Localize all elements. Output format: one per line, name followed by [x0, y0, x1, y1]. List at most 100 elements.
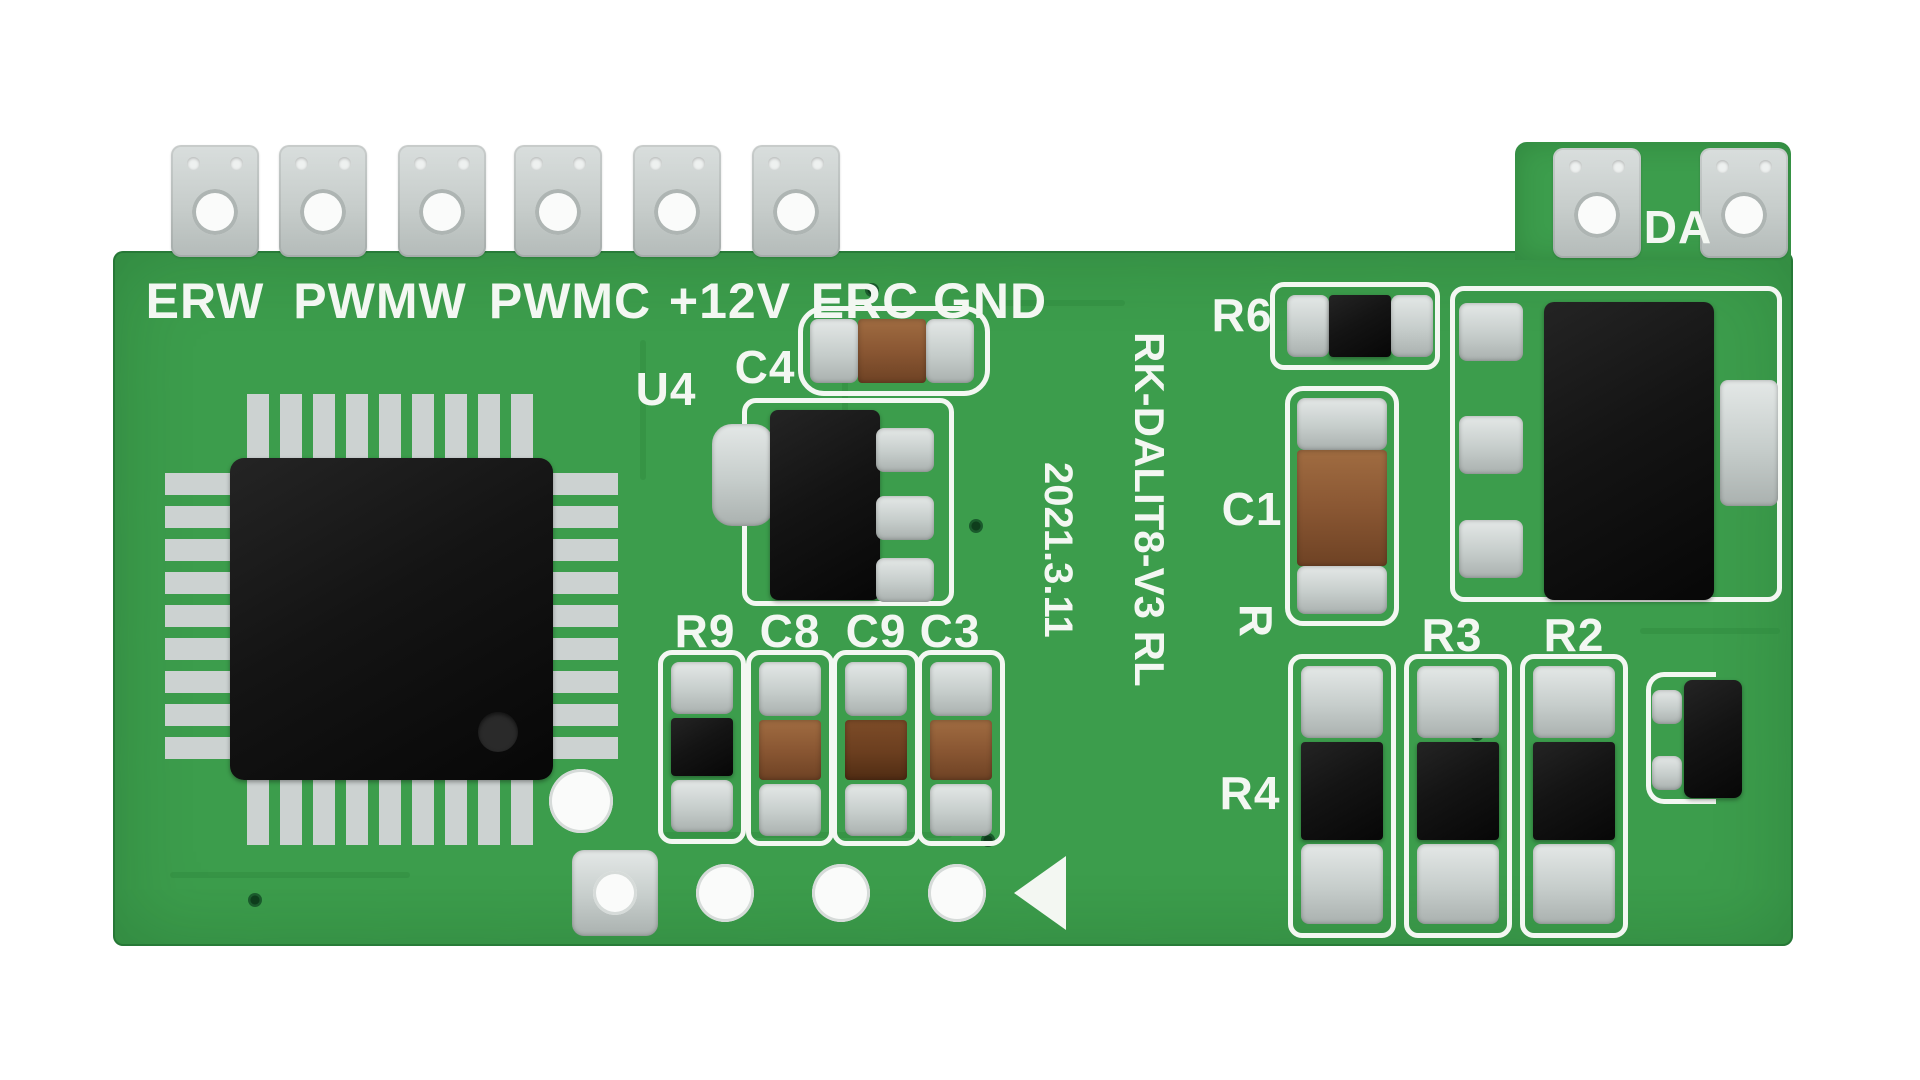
pad-pin-hole: [414, 157, 427, 170]
terminal-label-12v: +12V: [668, 273, 792, 329]
mount-hole: [928, 864, 986, 922]
ref-label-c4: C4: [734, 341, 796, 393]
pad-pin-hole: [1716, 160, 1729, 173]
c8-body: [759, 720, 821, 780]
r4-pad: [1301, 666, 1383, 738]
via: [248, 893, 262, 907]
terminal-pad-erw: [171, 145, 259, 257]
terminal-pad-12v: [514, 145, 602, 257]
copper-trace: [1640, 628, 1780, 634]
via: [865, 283, 879, 297]
r2-body: [1533, 742, 1615, 840]
pad-pin-hole: [187, 157, 200, 170]
regulator-tab-pad: [1720, 380, 1778, 506]
pad-pin-hole: [338, 157, 351, 170]
pad-pin-hole: [692, 157, 705, 170]
r2-pad: [1533, 844, 1615, 924]
r9-pad: [671, 780, 733, 832]
r6-courtyard-outline: [1270, 282, 1440, 370]
c3-courtyard-outline: [917, 650, 1005, 846]
r4-body: [1301, 742, 1383, 840]
c8-courtyard-outline: [746, 650, 834, 846]
r6-pad: [1287, 295, 1329, 357]
pad-pin-hole: [768, 157, 781, 170]
ref-label-c8: C8: [759, 605, 821, 657]
r4-pad: [1301, 844, 1383, 924]
small-component-bracket: [1646, 672, 1716, 804]
ref-label-r3: R3: [1421, 609, 1483, 661]
terminal-label-gnd: GND: [932, 273, 1048, 329]
small-component-pad: [1652, 690, 1682, 724]
pad-pin-hole: [230, 157, 243, 170]
board-date-marking: 2021.3.11: [1036, 462, 1080, 638]
ref-label-c3: C3: [919, 605, 981, 657]
ref-label-r6: R6: [1211, 289, 1273, 341]
terminal-pad-gnd: [752, 145, 840, 257]
terminal-hole: [1574, 192, 1620, 238]
ref-label-r9: R9: [674, 605, 736, 657]
c3-body: [930, 720, 992, 780]
pad-pin-hole: [1612, 160, 1625, 173]
ic-pin1-dot: [478, 712, 518, 752]
copper-trace: [170, 872, 410, 878]
r4-courtyard-outline: [1288, 654, 1396, 938]
mount-hole: [812, 864, 870, 922]
r9-courtyard-outline: [658, 650, 746, 844]
board-model-marking: RK-DALIT8-V3 RL: [1126, 332, 1173, 687]
terminal-label-erc: ERC: [810, 273, 920, 329]
c1-body: [1297, 450, 1387, 566]
terminal-label-pwmc: PWMC: [488, 273, 652, 329]
terminal-label-pwmw: PWMW: [293, 273, 467, 329]
terminal-label-da: DA: [1643, 201, 1713, 253]
terminal-hole: [535, 189, 581, 235]
pad-pin-hole: [1569, 160, 1582, 173]
pad-pin-hole: [573, 157, 586, 170]
c9-body: [845, 720, 907, 780]
c4-body: [858, 319, 926, 383]
c8-end-cap: [759, 662, 821, 716]
c3-end-cap: [930, 662, 992, 716]
r3-courtyard-outline: [1404, 654, 1512, 938]
r6-body: [1329, 295, 1391, 357]
terminal-label-erw: ERW: [145, 273, 265, 329]
pad-pin-hole: [649, 157, 662, 170]
ref-label-c1: C1: [1221, 483, 1283, 535]
terminal-hole: [300, 189, 346, 235]
c3-end-cap: [930, 784, 992, 836]
test-hole: [549, 769, 613, 833]
copper-trace: [640, 340, 646, 480]
ref-label-r-rotated: R: [1230, 603, 1282, 639]
mount-hole: [696, 864, 754, 922]
pad-pin-hole: [457, 157, 470, 170]
pad-pin-hole: [295, 157, 308, 170]
u4-right-pad: [876, 428, 934, 472]
c4-courtyard-outline: [798, 306, 990, 396]
ic-pins-top: [247, 394, 539, 460]
terminal-hole: [773, 189, 819, 235]
u4-body: [770, 410, 880, 600]
r3-pad: [1417, 666, 1499, 738]
small-component-pad: [1652, 756, 1682, 790]
terminal-hole: [1721, 192, 1767, 238]
silkscreen-triangle-marker: [1014, 856, 1066, 930]
r2-pad: [1533, 666, 1615, 738]
terminal-hole: [654, 189, 700, 235]
u4-left-pad: [712, 424, 774, 526]
c1-courtyard-outline: [1285, 386, 1399, 626]
regulator-pin-pad: [1459, 416, 1523, 474]
mount-hole: [593, 871, 637, 915]
regulator-body: [1544, 302, 1714, 600]
c1-end-cap: [1297, 566, 1387, 614]
r9-pad: [671, 662, 733, 714]
ic-pins-left: [165, 473, 231, 766]
via: [969, 519, 983, 533]
ref-label-u4: U4: [635, 363, 697, 415]
terminal-pad-erc: [633, 145, 721, 257]
copper-trace: [985, 300, 1125, 306]
ref-label-r2: R2: [1543, 609, 1605, 661]
terminal-pad-pwmw: [279, 145, 367, 257]
c9-end-cap: [845, 662, 907, 716]
c4-end-cap: [926, 319, 974, 383]
small-component-body: [1684, 680, 1742, 798]
